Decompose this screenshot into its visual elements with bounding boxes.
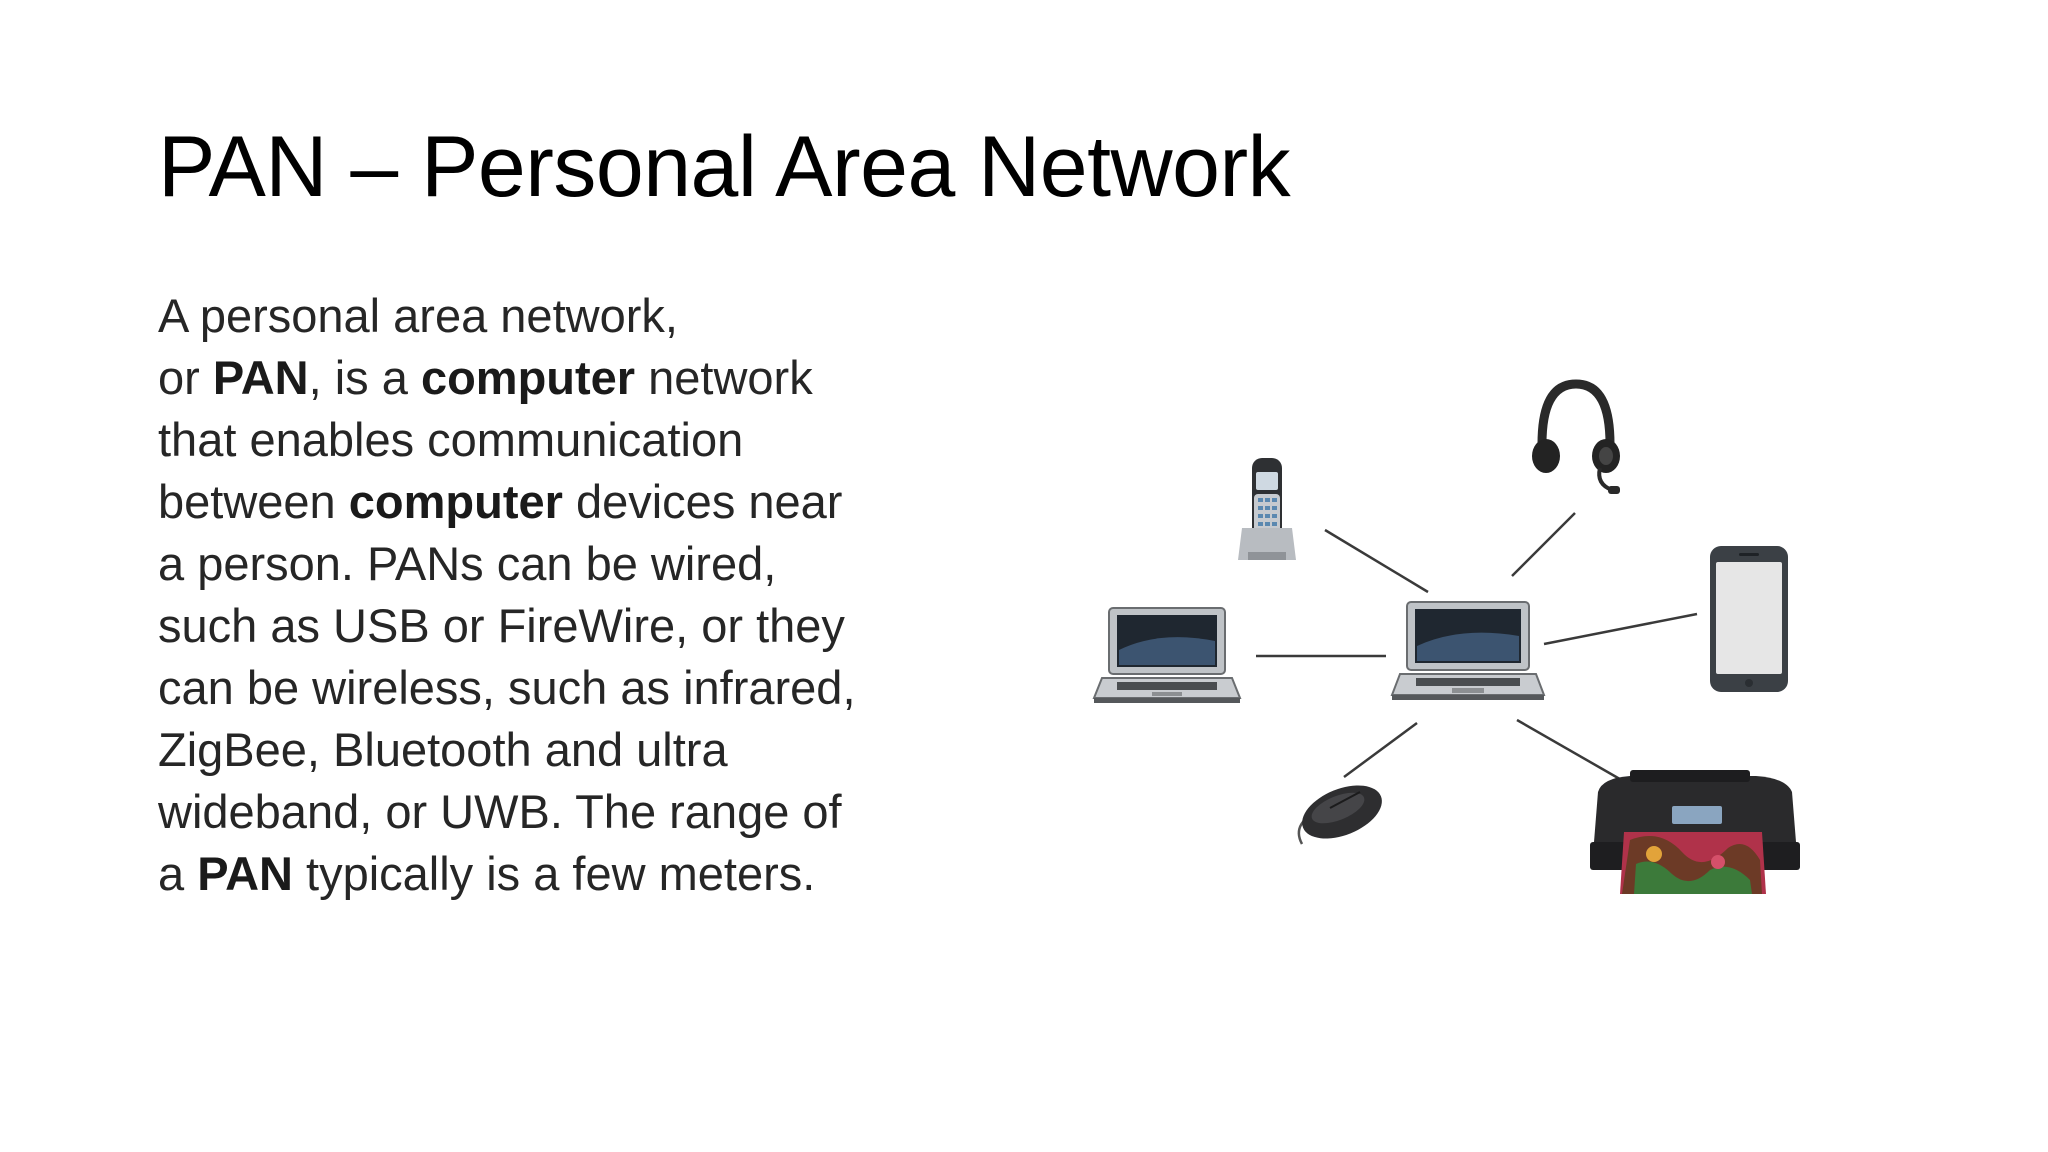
laptop-icon: [1092, 607, 1242, 703]
cordless-phone-icon: [1238, 458, 1296, 560]
link-mouse: [1343, 721, 1418, 779]
paragraph-line: a PAN typically is a few meters.: [158, 843, 958, 905]
body-paragraph: A personal area network,or PAN, is a com…: [158, 285, 958, 905]
printer-icon: [1590, 770, 1800, 894]
link-printer: [1516, 718, 1626, 784]
text-run: between: [158, 475, 349, 528]
text-run: or: [158, 351, 213, 404]
text-run: network: [635, 351, 813, 404]
text-run: such as USB or FireWire, or they: [158, 599, 845, 652]
paragraph-line: wideband, or UWB. The range of: [158, 781, 958, 843]
headset-icon: [1532, 379, 1620, 494]
paragraph-line: that enables communication: [158, 409, 958, 471]
slide-title: PAN – Personal Area Network: [158, 119, 1291, 215]
text-run: that enables communication: [158, 413, 744, 466]
paragraph-line: or PAN, is a computer network: [158, 347, 958, 409]
paragraph-line: ZigBee, Bluetooth and ultra: [158, 719, 958, 781]
connection-lines: [1256, 512, 1698, 784]
mouse-icon: [1297, 785, 1382, 845]
paragraph-line: a person. PANs can be wired,: [158, 533, 958, 595]
bold-term: PAN: [212, 351, 309, 404]
text-run: a person. PANs can be wired,: [158, 537, 777, 590]
hub-laptop-icon: [1390, 601, 1546, 700]
smartphone-icon: [1710, 546, 1788, 692]
text-run: typically is a few meters.: [292, 847, 816, 900]
text-run: A personal area network,: [158, 289, 678, 342]
link-headset: [1511, 512, 1576, 577]
text-run: devices near: [562, 475, 843, 528]
bold-term: computer: [420, 351, 636, 404]
bold-term: PAN: [197, 847, 293, 900]
text-run: can be wireless, such as infrared,: [158, 661, 856, 714]
text-run: , is a: [308, 351, 421, 404]
paragraph-line: such as USB or FireWire, or they: [158, 595, 958, 657]
bold-term: computer: [348, 475, 563, 528]
link-smartphone: [1543, 612, 1698, 646]
text-run: a: [158, 847, 198, 900]
text-run: ZigBee, Bluetooth and ultra: [158, 723, 728, 776]
paragraph-line: between computer devices near: [158, 471, 958, 533]
text-run: wideband, or UWB. The range of: [158, 785, 842, 838]
paragraph-line: A personal area network,: [158, 285, 958, 347]
link-phone: [1324, 528, 1429, 594]
paragraph-line: can be wireless, such as infrared,: [158, 657, 958, 719]
pan-diagram: [1092, 379, 1800, 894]
